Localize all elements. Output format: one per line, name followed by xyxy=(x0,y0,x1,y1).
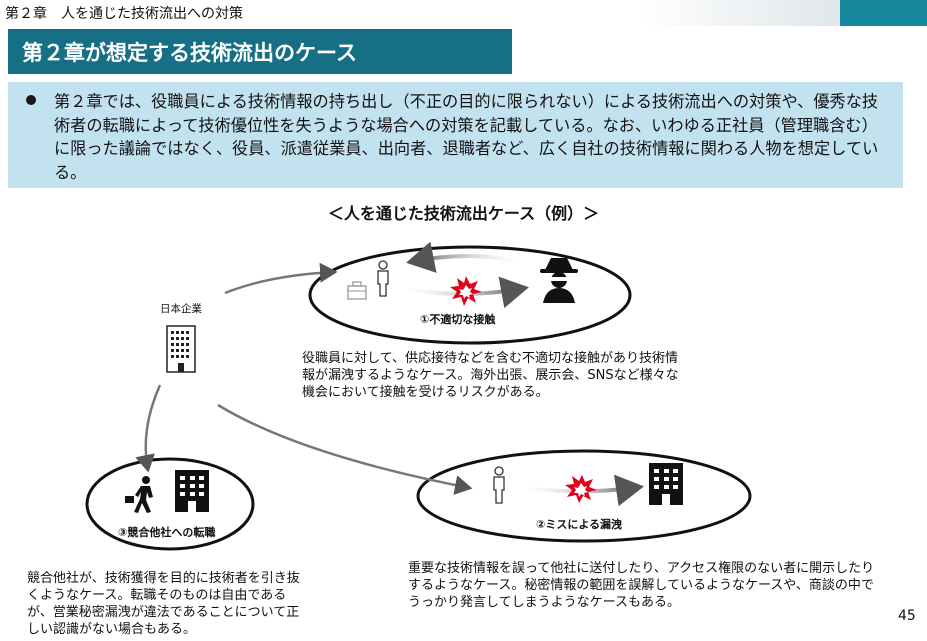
case1-description: 役職員に対して、供応接待などを含む不適切な接触があり技術情報が漏洩するようなケー… xyxy=(302,351,679,400)
arrow-to-case1 xyxy=(224,262,338,295)
summary-text: 第２章では、役職員による技術情報の持ち出し（不正の目的に限られない）による技術流… xyxy=(54,92,879,182)
arrow-spy-to-person xyxy=(406,241,521,273)
building-icon xyxy=(649,463,683,505)
header-accent-block xyxy=(840,0,927,26)
case3-ellipse xyxy=(85,457,255,551)
arrow-to-case2 xyxy=(217,403,473,495)
case3-description: 競合他社が、技術獲得を目的に技術者を引き抜くようなケース。転職そのものは自由であ… xyxy=(27,571,300,637)
explosion-icon xyxy=(565,475,597,503)
explosion-icon xyxy=(450,276,482,306)
case3-label: ③競合他社への転職 xyxy=(118,526,216,539)
case2-description: 重要な技術情報を誤って他社に送付したり、アクセス権限のない者に開示したりするよう… xyxy=(408,561,875,610)
company-label: 日本企業 xyxy=(160,303,202,315)
page-title: 第２章が想定する技術流出のケース xyxy=(22,41,357,65)
header-gradient xyxy=(640,0,840,26)
walking-person-icon xyxy=(125,476,153,513)
page-number: 45 xyxy=(898,608,916,624)
title-banner: 第２章が想定する技術流出のケース xyxy=(8,29,512,74)
bullet-icon xyxy=(26,95,36,105)
briefcase-icon xyxy=(347,281,367,300)
header-bar: 第２章 人を通じた技術流出への対策 xyxy=(0,0,927,26)
diagram-title: ＜人を通じた技術流出ケース（例）＞ xyxy=(327,204,600,223)
arrow-to-case3 xyxy=(135,384,162,473)
person-icon xyxy=(493,466,505,504)
summary-box: 第２章では、役職員による技術情報の持ち出し（不正の目的に限られない）による技術流… xyxy=(8,82,903,188)
building-icon xyxy=(175,470,209,512)
case1-label: ①不適切な接触 xyxy=(420,313,496,326)
person-icon xyxy=(377,260,389,297)
company-building-icon xyxy=(166,325,196,373)
case2-label: ②ミスによる漏洩 xyxy=(536,518,622,531)
chapter-label: 第２章 人を通じた技術流出への対策 xyxy=(5,6,243,22)
spy-icon xyxy=(540,258,578,303)
